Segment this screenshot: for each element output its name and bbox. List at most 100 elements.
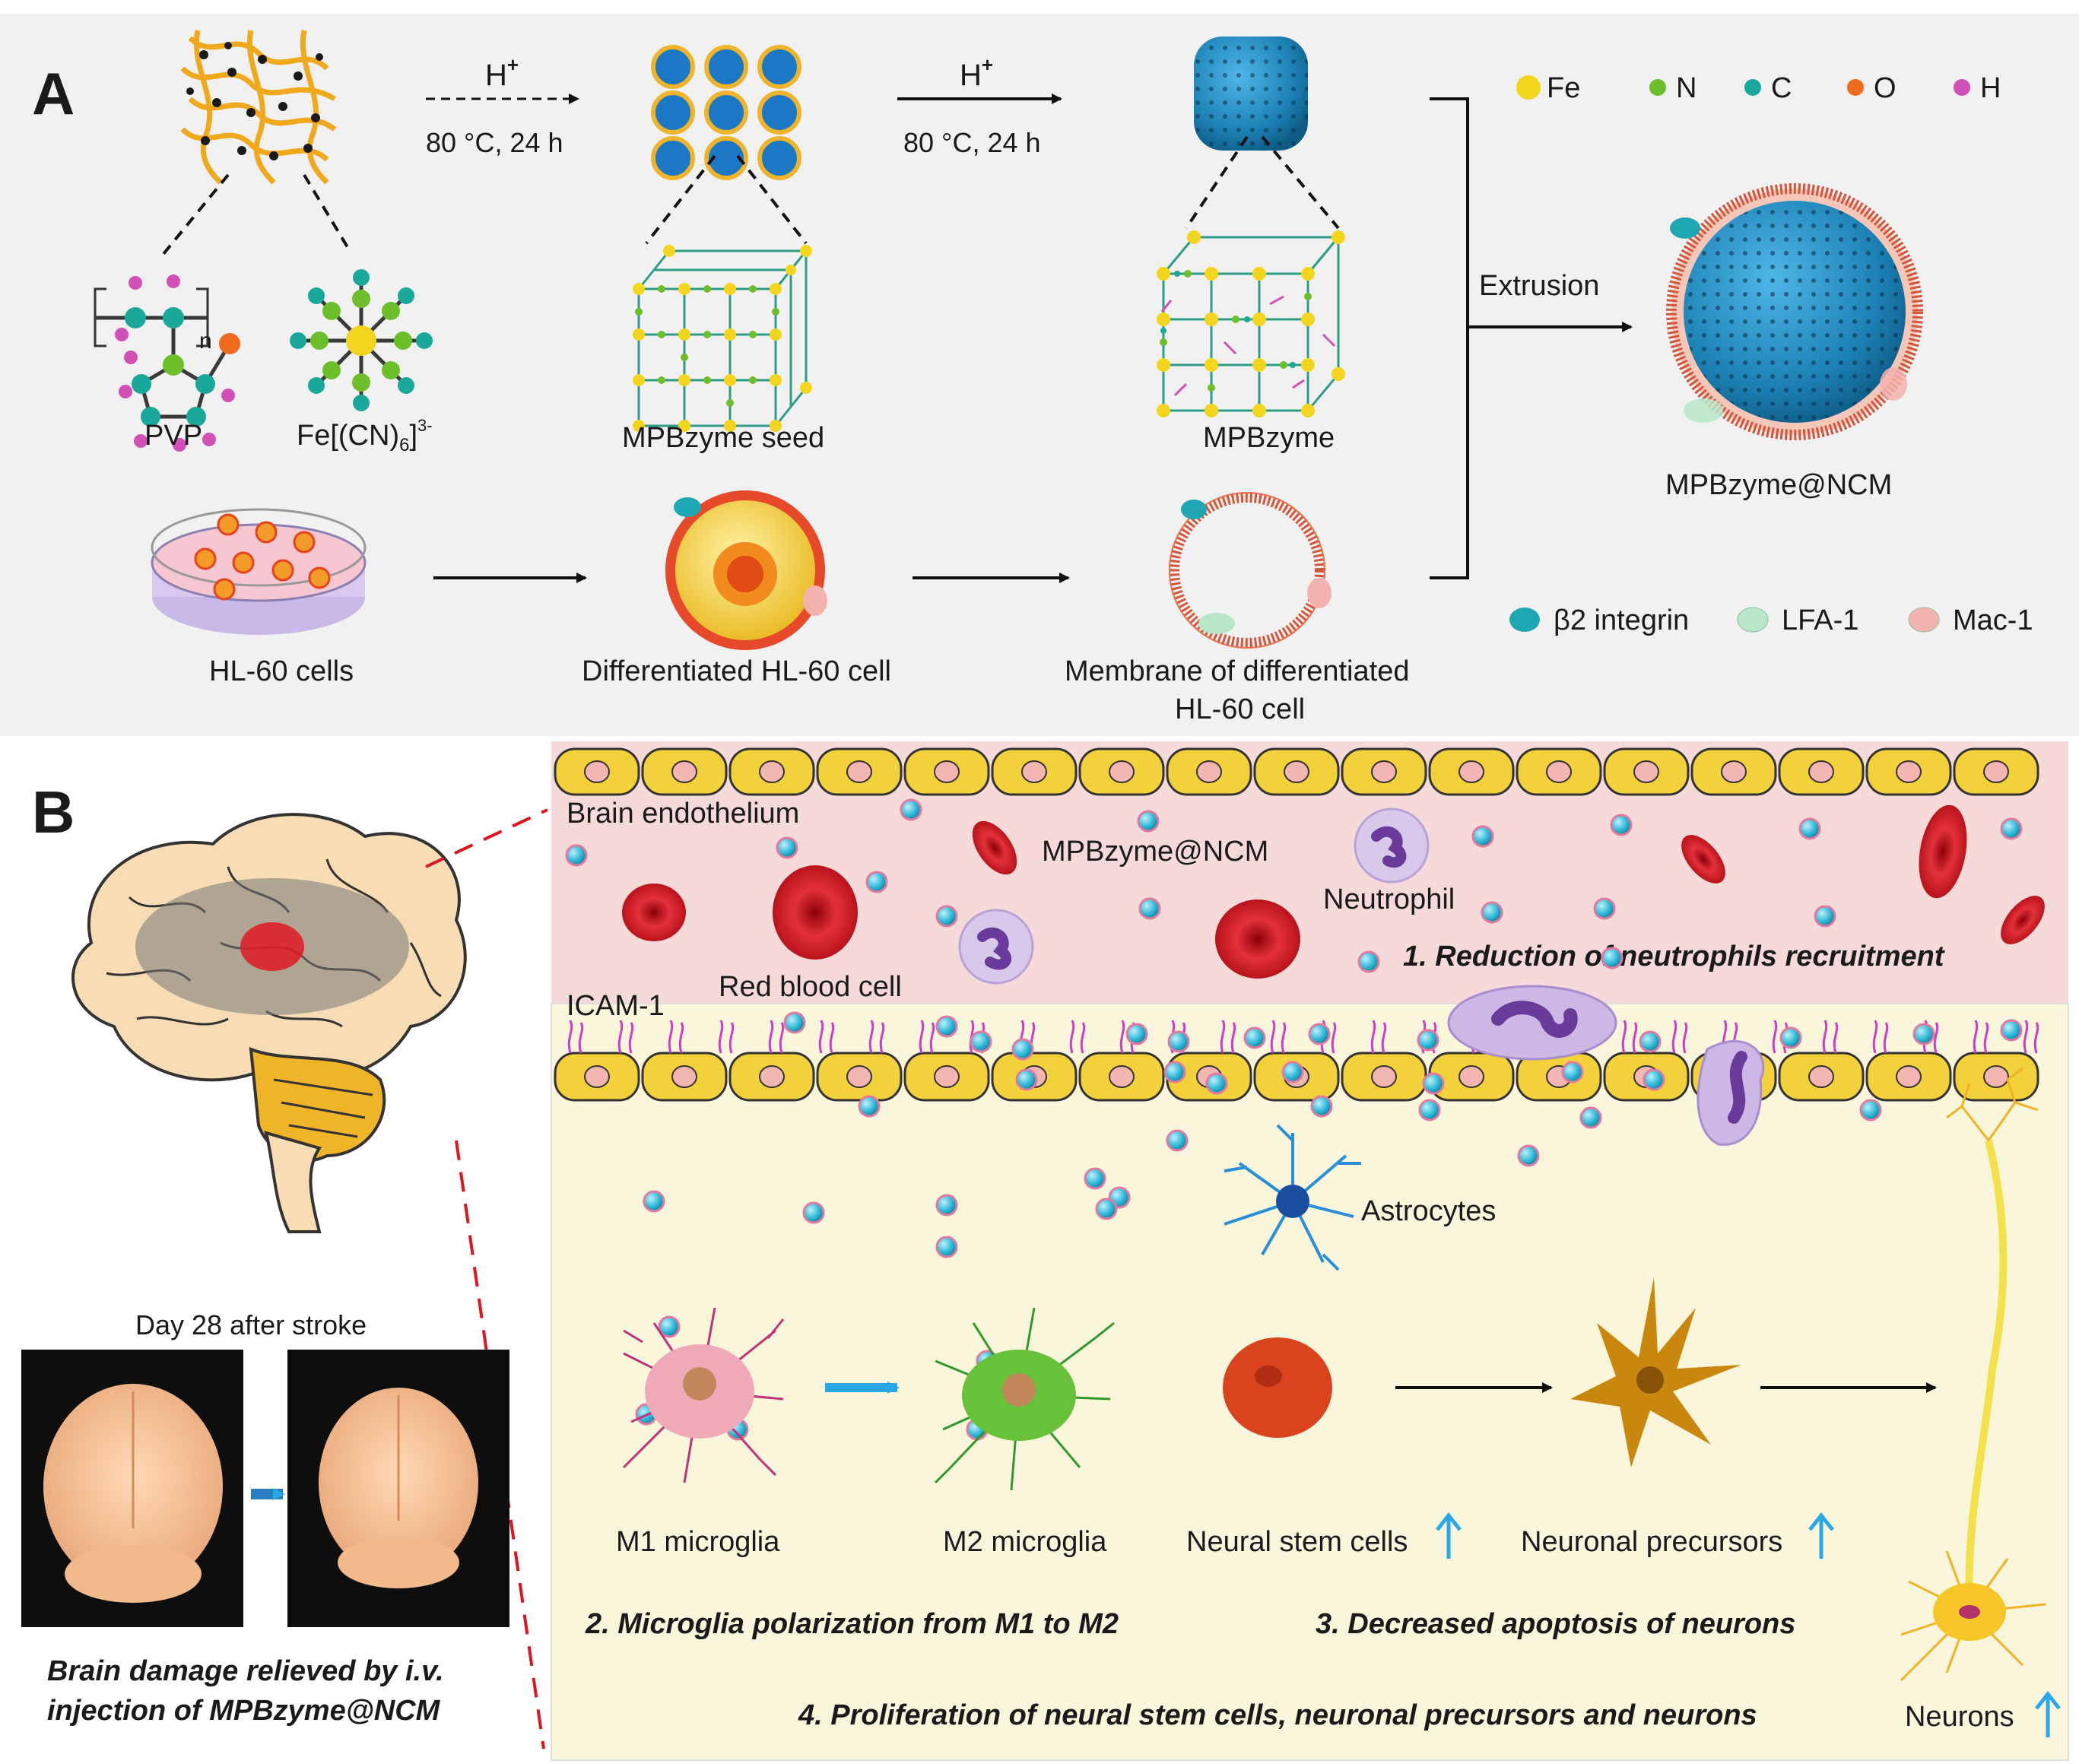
icam-receptor: [868, 1020, 885, 1054]
nanoparticle: [970, 1030, 992, 1053]
caption-line-2: injection of MPBzyme@NCM: [47, 1695, 441, 1727]
endothelial-nucleus: [1546, 760, 1572, 783]
seed-label: MPBzyme seed: [622, 422, 824, 454]
m2-label: M2 microglia: [943, 1526, 1107, 1558]
icam-receptor: [1069, 1020, 1086, 1054]
protein-legend: β2 integrin LFA-1 Mac-1: [1509, 604, 2033, 636]
neural-stem-cell-icon: [1223, 1337, 1332, 1438]
seed-lattice-icon: [633, 245, 812, 432]
brain-illustration-icon: [71, 813, 467, 1233]
mpbzyme-lattice-icon: [1157, 230, 1345, 417]
atom-n-swatch-icon: [1649, 79, 1666, 96]
neurons-label: Neurons: [1905, 1701, 2014, 1733]
extrusion-label: Extrusion: [1479, 270, 1599, 302]
icam-receptor: [718, 1020, 735, 1054]
membrane-label-1: Membrane of differentiated: [1065, 655, 1409, 687]
differentiated-cell-icon: [665, 490, 827, 650]
protein-legend-label: β2 integrin: [1554, 604, 1689, 636]
membrane-label-2: HL-60 cell: [1175, 693, 1305, 725]
nanoparticle: [1125, 1023, 1148, 1045]
icam-receptor: [1370, 1020, 1387, 1054]
nanoparticle: [1418, 1099, 1441, 1122]
nanoparticle: [1310, 1095, 1333, 1118]
atom-legend-label: C: [1771, 72, 1792, 104]
nanoparticle: [935, 1194, 958, 1217]
nanoparticle: [1481, 901, 1503, 924]
step2-condition: 80 °C, 24 h: [903, 127, 1041, 158]
endothelial-nucleus: [1896, 1065, 1922, 1088]
merge-bracket: [1430, 97, 1469, 579]
nanoparticle: [1166, 1129, 1189, 1152]
seed-particles-icon: [651, 45, 801, 180]
protein-legend-label: LFA-1: [1782, 604, 1858, 636]
nsc-label: Neural stem cells: [1186, 1526, 1408, 1558]
step1-label: 1. Reduction of neutrophils recruitment: [1403, 941, 1945, 972]
product-label: MPBzyme@NCM: [1665, 469, 1892, 501]
atom-legend-item-fe: Fe: [1516, 72, 1580, 104]
atom-fe-swatch-icon: [1516, 75, 1541, 100]
precursor-increase-arrow-icon: [1808, 1512, 1834, 1559]
atom-legend-label: O: [1874, 72, 1896, 104]
atom-legend-item-c: C: [1744, 72, 1792, 104]
neuron-increase-arrow-icon: [2035, 1690, 2061, 1737]
protein-swatch-icon: [1737, 607, 1769, 633]
nanoparticle: [1779, 1026, 1802, 1049]
protein-legend-item: Mac-1: [1908, 604, 2033, 636]
zoom-line-top: [425, 808, 548, 868]
icam-receptor: [1872, 1020, 1889, 1054]
endothelium-top: [554, 747, 2039, 796]
endothelial-nucleus: [1896, 760, 1922, 783]
nanoparticle: [565, 844, 588, 867]
pvp-label: PVP: [144, 420, 202, 452]
protein-legend-item: LFA-1: [1737, 604, 1858, 636]
icam-receptor: [567, 1020, 584, 1054]
nanoparticle: [802, 1201, 825, 1224]
icam-receptor: [1822, 1020, 1839, 1054]
step3-label: 3. Decreased apoptosis of neurons: [1316, 1608, 1795, 1640]
panel-b: B Day 28 after stroke: [21, 741, 2069, 1761]
step4-label: 4. Proliferation of neural stem cells, n…: [798, 1699, 1757, 1731]
endothelial-nucleus: [759, 760, 785, 783]
atom-c-swatch-icon: [1744, 79, 1761, 96]
nanoparticle: [1281, 1061, 1304, 1083]
icam-receptor: [2023, 1020, 2039, 1054]
nanoparticle: [935, 1236, 958, 1258]
nanoparticle: [935, 1015, 958, 1038]
nanoparticle: [1814, 905, 1836, 928]
polymer-crosslink-dots: [186, 42, 323, 160]
protein-legend-item: β2 integrin: [1509, 604, 1689, 636]
precursors-label: Neuronal precursors: [1521, 1526, 1782, 1558]
nanoparticle: [1417, 1029, 1439, 1052]
nanoparticle: [1243, 1026, 1266, 1049]
increase-arrow-icons: [1436, 1512, 2061, 1737]
nanoparticle: [1579, 1106, 1602, 1129]
rbc-label: Red blood cell: [719, 971, 902, 1003]
ferricyanide-molecule-icon: [290, 269, 433, 411]
nanoparticle: [1015, 1068, 1038, 1091]
mpbzyme-ncm-label: MPBzyme@NCM: [1042, 836, 1268, 868]
endothelial-nucleus: [934, 1065, 960, 1088]
petri-dish-icon: [151, 508, 367, 635]
panel-a: A: [0, 14, 2079, 736]
nanoparticle: [1011, 1038, 1034, 1061]
astrocytes-label: Astrocytes: [1361, 1195, 1496, 1227]
endothelial-nucleus: [1196, 760, 1222, 783]
icam-receptor: [617, 1020, 634, 1054]
endothelial-nucleus: [1808, 760, 1834, 783]
icam-receptor: [1973, 1020, 1989, 1054]
endothelial-nucleus: [1371, 1065, 1397, 1088]
nanoparticle: [1639, 1030, 1662, 1053]
icam-receptor: [668, 1020, 684, 1054]
nsc-increase-arrow-icon: [1436, 1512, 1462, 1559]
icam-label: ICAM-1: [567, 990, 665, 1022]
ferricyanide-label: Fe[(CN)6]3-: [297, 416, 433, 455]
nanoparticle: [1205, 1072, 1228, 1095]
icam-receptor: [1220, 1020, 1236, 1054]
mpbzyme-ncm-particle-icon: [1666, 183, 1923, 440]
neutrophil-label: Neutrophil: [1323, 884, 1455, 915]
caption-line-1: Brain damage relieved by i.v.: [47, 1655, 444, 1687]
protein-swatch-icon: [1908, 607, 1940, 633]
brain-endothelium-label: Brain endothelium: [567, 798, 799, 830]
neutrophils: [958, 807, 1765, 1146]
